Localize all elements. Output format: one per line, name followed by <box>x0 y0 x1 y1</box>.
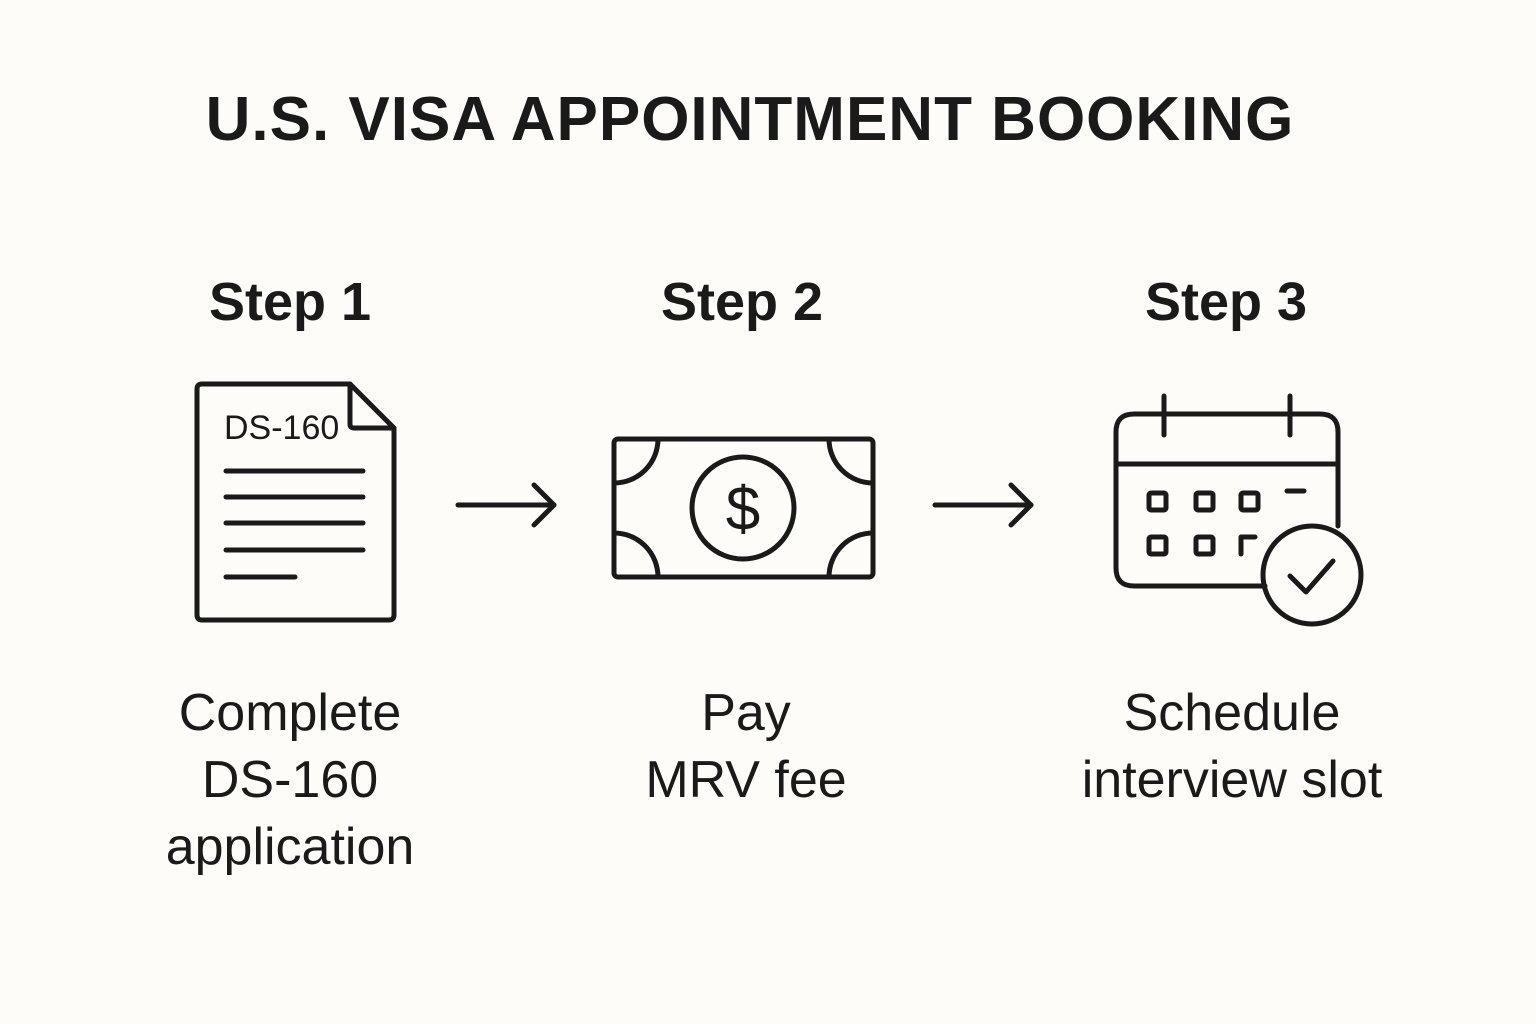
step-1-description-line: Complete <box>178 684 402 742</box>
step-2-heading: Step 2 <box>660 272 824 332</box>
arrow-right-icon <box>455 482 557 528</box>
step-1-description-line: application <box>165 818 415 876</box>
banknote-dollar-icon: $ <box>611 436 876 580</box>
step-1-heading: Step 1 <box>208 272 372 332</box>
step-1-description-line: DS-160 <box>201 751 379 809</box>
step-2-description-line: MRV fee <box>645 751 847 809</box>
step-3-description-line: Schedule <box>1123 684 1341 742</box>
step-3-description: Schedule interview slot <box>1022 680 1442 814</box>
step-2-description: Pay MRV fee <box>536 680 956 814</box>
dollar-sign-icon: $ <box>726 475 760 544</box>
step-1-description: Complete DS-160 application <box>80 680 500 881</box>
step-2-description-line: Pay <box>701 684 791 742</box>
calendar-check-icon <box>1113 393 1364 627</box>
diagram-title: U.S. VISA APPOINTMENT BOOKING <box>205 85 1295 154</box>
arrow-right-icon <box>932 482 1034 528</box>
step-3-heading: Step 3 <box>1144 272 1308 332</box>
document-icon-label: DS-160 <box>224 409 339 447</box>
document-icon: DS-160 <box>194 381 397 623</box>
step-3-description-line: interview slot <box>1081 751 1383 809</box>
